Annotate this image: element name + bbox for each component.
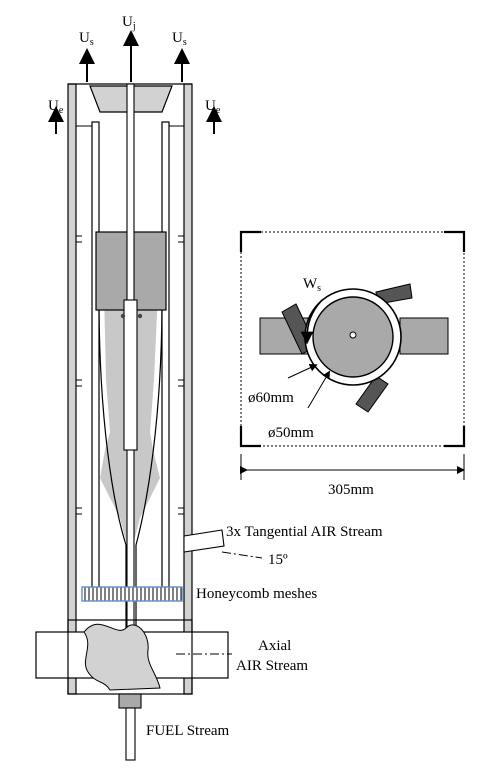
inner-wall-left — [91, 121, 100, 601]
tangential-inlet-port — [183, 529, 225, 553]
inset-frame — [240, 231, 465, 447]
axial-air-label-2: AIR Stream — [236, 658, 308, 674]
tangential-air-label: 3x Tangential AIR Stream — [226, 524, 383, 540]
us-left-label: Us — [79, 30, 94, 48]
flow-arrows — [48, 30, 222, 134]
wall-ribs — [76, 235, 184, 515]
fuel-sleeve — [123, 299, 138, 451]
inner-wall-right — [161, 121, 170, 601]
d60-leader — [287, 364, 318, 379]
fuel-stream-label: FUEL Stream — [146, 723, 230, 739]
cone-wall-left — [98, 309, 127, 546]
angle-reference-line — [221, 551, 263, 559]
width-label: 305mm — [328, 482, 374, 498]
top-view-inset: Ws ø60mm ø50mm 305mm — [239, 230, 466, 498]
ue-right-label: Ue — [205, 98, 221, 116]
uj-label: Uj — [122, 14, 136, 32]
honeycomb-label: Honeycomb meshes — [196, 586, 317, 602]
honeycomb-mesh — [81, 586, 183, 602]
burner-cross-section — [35, 83, 232, 761]
axial-air-label-1: Axial — [258, 638, 291, 654]
fuel-jet-dot — [349, 331, 357, 339]
outer-wall-right — [183, 83, 193, 695]
fuel-inlet-flange — [118, 693, 142, 709]
d50-leader — [307, 370, 331, 409]
swirl-arrow — [300, 299, 323, 345]
outer-wall-left — [67, 83, 77, 695]
d50-label: ø50mm — [268, 425, 314, 441]
ue-left-label: Ue — [48, 98, 64, 116]
angle-label: 15º — [268, 552, 288, 568]
plenum-flow-region — [83, 623, 161, 691]
d60-label: ø60mm — [248, 390, 294, 406]
us-right-label: Us — [172, 30, 187, 48]
ws-label: Ws — [303, 276, 321, 294]
support-bar-right — [399, 317, 449, 355]
tangential-jet-3 — [355, 375, 389, 413]
cone-wall-right — [135, 309, 163, 546]
fuel-inlet-pipe — [125, 707, 136, 761]
